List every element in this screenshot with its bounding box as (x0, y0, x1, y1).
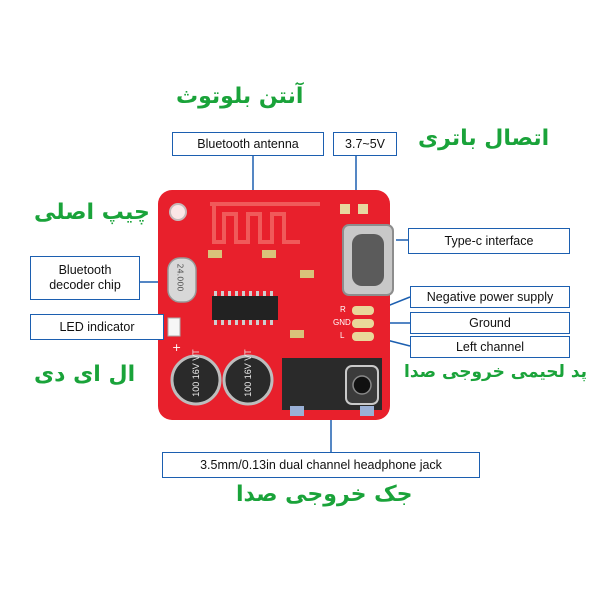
label-voltage: 3.7~5V (333, 132, 397, 156)
fa-antenna: آنتن بلوتوث (176, 84, 304, 109)
jack-hole (352, 375, 372, 395)
cap1-text-2: 16V (191, 363, 201, 380)
antenna-trace (210, 202, 320, 244)
cap1-text-1: 100 (191, 381, 201, 397)
capacitor-2-text: 100 16V VT (243, 349, 253, 397)
label-negative-power: Negative power supply (410, 286, 570, 308)
fa-side-outputs: پد لحیمی خروجی صدا (404, 362, 588, 382)
cap1-text-3: VT (191, 349, 201, 361)
plus-mark: + (172, 341, 182, 354)
label-bluetooth-antenna: Bluetooth antenna (172, 132, 324, 156)
smd-part (290, 330, 304, 338)
typec-port (352, 234, 384, 286)
cap2-text-3: VT (243, 349, 253, 361)
battery-pad-2 (358, 204, 368, 214)
pad-l-label: L (340, 331, 345, 340)
capacitor-1-text: 100 16V VT (191, 349, 201, 397)
label-led-indicator: LED indicator (30, 314, 164, 340)
label-left-channel: Left channel (410, 336, 570, 358)
fa-chip: چیپ اصلی (34, 200, 150, 225)
capacitor-2 (222, 354, 274, 406)
crystal (167, 257, 197, 303)
cap2-text-1: 100 (243, 381, 253, 397)
label-headphone-jack: 3.5mm/0.13in dual channel headphone jack (162, 452, 480, 478)
pad-r (352, 306, 374, 315)
fa-battery: اتصال باتری (418, 126, 550, 151)
smd-part (262, 250, 276, 258)
pad-gnd (352, 319, 374, 328)
pad-r-label: R (340, 305, 346, 314)
label-decoder-chip: Bluetooth decoder chip (30, 256, 140, 300)
battery-pad-1 (340, 204, 350, 214)
smd-part (300, 270, 314, 278)
smd-part (208, 250, 222, 258)
led (167, 317, 181, 337)
fa-jack: جک خروجی صدا (236, 482, 413, 507)
fa-led: ال ای دی (34, 362, 136, 387)
decoder-chip (212, 296, 278, 320)
crystal-text: 24.000 (175, 263, 185, 292)
pad-l (352, 332, 374, 341)
jack-pin (360, 406, 374, 416)
pad-gnd-label: GND (333, 318, 351, 327)
label-type-c: Type-c interface (408, 228, 570, 254)
cap2-text-2: 16V (243, 363, 253, 380)
label-ground: Ground (410, 312, 570, 334)
jack-pin (290, 406, 304, 416)
mounting-hole (169, 203, 187, 221)
capacitor-1 (170, 354, 222, 406)
